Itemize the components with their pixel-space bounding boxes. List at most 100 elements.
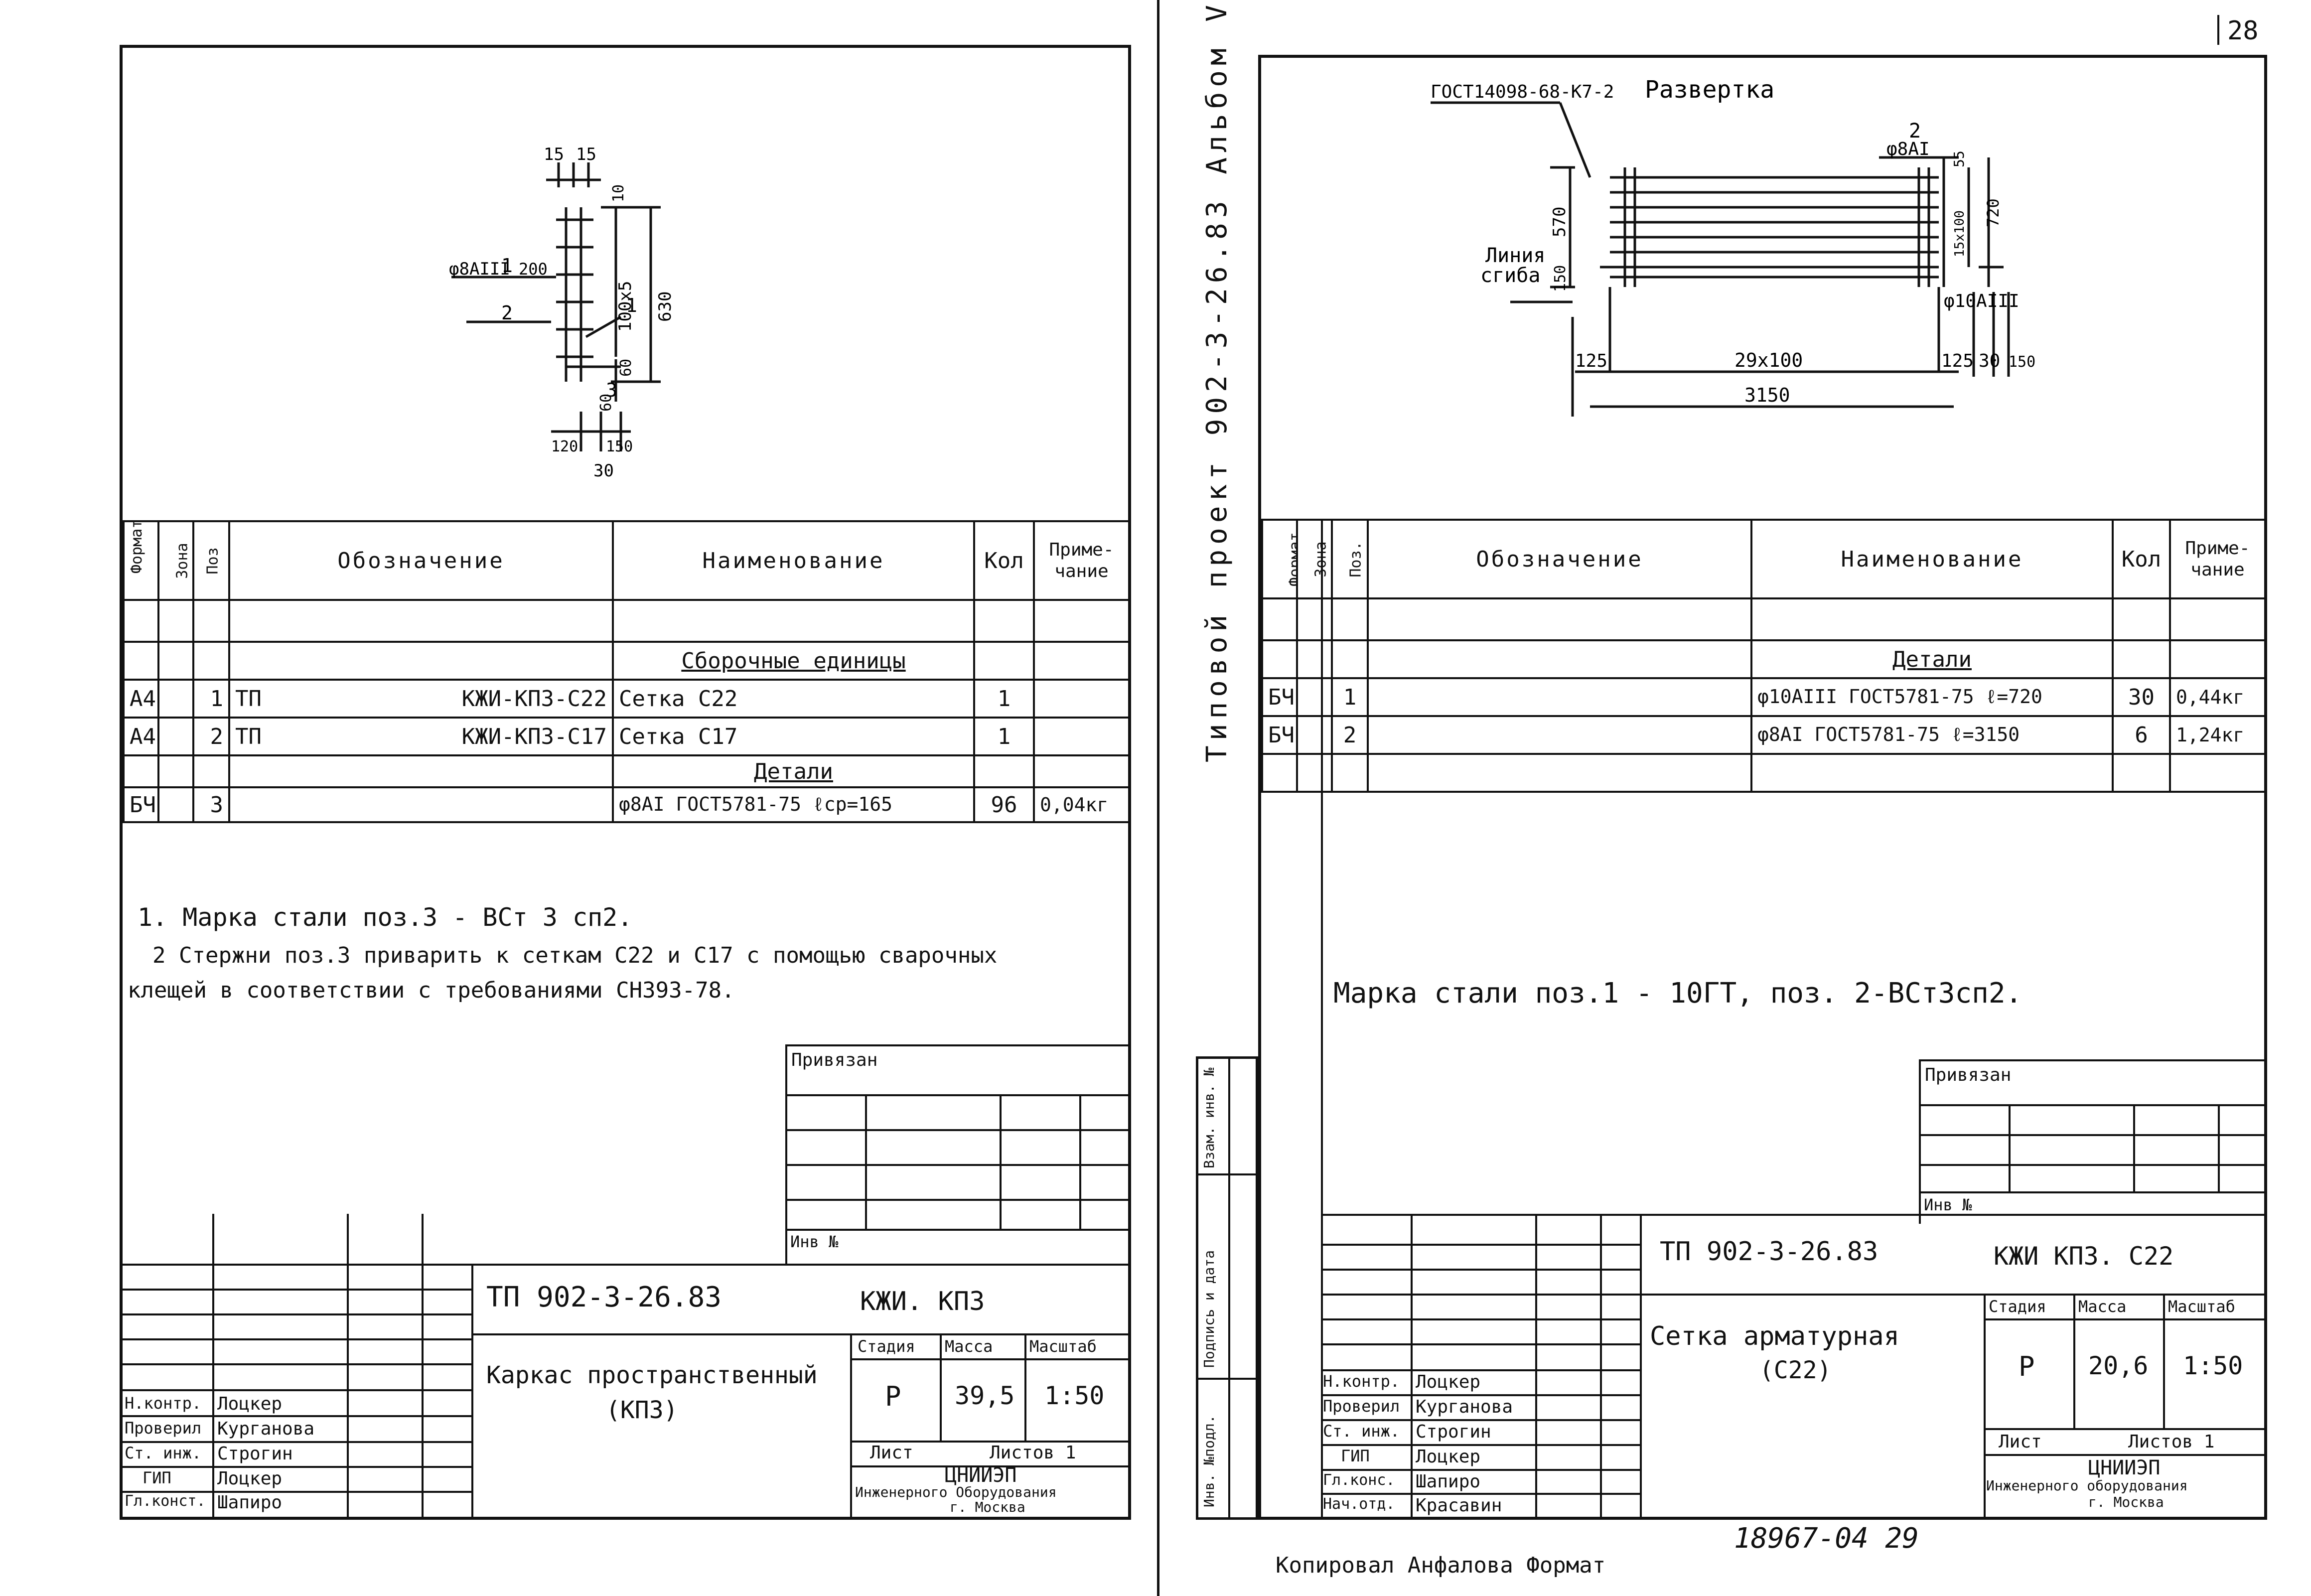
row1-designation-b: КЖИ-КП3-С22 — [461, 686, 607, 712]
row2-note — [1033, 717, 1130, 756]
r-doc-code: ТП 902-3-26.83 — [1660, 1237, 1878, 1267]
signer-role-1: Н.контр. — [125, 1394, 202, 1413]
pos-label-1a: 1 — [501, 255, 513, 277]
row3-name: φ8AI ГОСТ5781-75 ℓср=165 — [612, 786, 975, 823]
r-row1-pos: 1 — [1331, 677, 1369, 717]
project-side-text: Типовой проект 902-3-26.83 Альбом V — [1201, 0, 1233, 762]
dim-30: 30 — [593, 461, 614, 481]
right-title-block: ТП 902-3-26.83 КЖИ КП3. С22 Сетка армату… — [1321, 1214, 2264, 1517]
fold-line — [1157, 0, 1159, 1596]
r-col-designation: Обозначение — [1367, 519, 1752, 599]
r-signer-role-6: Нач.отд. — [1323, 1495, 1395, 1513]
org-line-3: г. Москва — [950, 1499, 1025, 1515]
r-signer-name-3: Строгин — [1416, 1422, 1491, 1442]
r-row2-qty: 6 — [2112, 715, 2171, 755]
row2-designation-a: ТП — [235, 724, 262, 749]
left-sheet: 15 15 10 100x5 630 60 60 200 120 150 30 … — [120, 45, 1131, 1520]
signer-name-1: Лоцкер — [217, 1394, 283, 1414]
bottom-number: 18967-04 29 — [1734, 1522, 1919, 1555]
dim-15a: 15 — [544, 145, 564, 164]
side-stamp-inv: Инв. №подл. — [1201, 1415, 1217, 1507]
row1-name: Сетка С22 — [612, 679, 975, 719]
r-col-format: Формат — [1286, 532, 1297, 586]
col-qty: Кол — [973, 520, 1035, 601]
r-row2-format: БЧ — [1261, 715, 1298, 755]
pos-label-2: 2 — [501, 302, 513, 324]
dim-29x100: 29x100 — [1734, 349, 1803, 371]
left-bound-stamp: Привязан Инв № — [785, 1044, 1128, 1264]
stage-value: Р — [885, 1381, 901, 1412]
dim-150a: 150 — [1552, 265, 1569, 292]
cage-section-drawing: 15 15 10 100x5 630 60 60 200 120 150 30 … — [449, 145, 675, 481]
row1-qty: 1 — [973, 679, 1035, 719]
row1-format: А4 — [123, 679, 159, 719]
rebar-1-label: φ10AIII — [1944, 291, 2020, 311]
signer-role-3: Ст. инж. — [125, 1444, 202, 1462]
r-row1-qty: 30 — [2112, 677, 2171, 717]
col-pos: Поз — [204, 547, 222, 575]
r-bound-label: Привязан — [1925, 1065, 2012, 1085]
stage-label: Стадия — [858, 1337, 915, 1356]
r-signer-role-2: Проверил — [1323, 1397, 1400, 1416]
r-scale-label: Масштаб — [2168, 1297, 2235, 1316]
r-inv-label: Инв № — [1924, 1195, 1972, 1214]
row2-format: А4 — [123, 717, 159, 756]
col-name: Наименование — [612, 520, 975, 601]
dim-15x100: 15x100 — [1952, 210, 1967, 257]
dim-120: 120 — [551, 438, 578, 455]
r-col-note: Приме-чание — [2169, 519, 2266, 599]
signer-name-5: Шапиро — [217, 1492, 283, 1513]
left-spec-table: Формат Зона Поз Обозначение Наименование… — [123, 520, 1130, 823]
row2-designation-b: КЖИ-КП3-С17 — [461, 724, 607, 749]
col-zone: Зона — [173, 542, 191, 579]
r-signer-name-1: Лоцкер — [1416, 1372, 1481, 1392]
scale-label: Масштаб — [1029, 1337, 1097, 1356]
r-row2-zone — [1296, 715, 1333, 755]
row3-qty: 96 — [973, 786, 1035, 823]
right-bound-stamp: Привязан Инв № — [1919, 1059, 2264, 1224]
note-1: 1. Марка стали поз.3 - ВСт 3 сп2. — [138, 903, 633, 932]
dim-150b: 150 — [2009, 353, 2035, 371]
r-stage-value: Р — [2019, 1351, 2035, 1382]
r-signer-role-3: Ст. инж. — [1323, 1422, 1400, 1441]
dim-30: 30 — [1979, 351, 2000, 371]
r-doc-mark: КЖИ КП3. С22 — [1994, 1242, 2174, 1271]
bend-line-label-2: сгиба — [1480, 264, 1540, 287]
r-section-details: Детали — [1750, 639, 2114, 679]
r-row1-name: φ10AIII ГОСТ5781-75 ℓ=720 — [1750, 677, 2114, 717]
left-title-block: ТП 902-3-26.83 КЖИ. КП3 Каркас пространс… — [123, 1214, 1128, 1517]
r-sheet-label: Лист — [1999, 1432, 2042, 1452]
sheet-label: Лист — [870, 1443, 913, 1463]
r-row2-note: 1,24кг — [2169, 715, 2266, 755]
dim-125b: 125 — [1941, 351, 1974, 371]
mass-value: 39,5 — [955, 1381, 1015, 1410]
row1-note — [1033, 679, 1130, 719]
signer-role-2: Проверил — [125, 1419, 202, 1438]
dim-10: 10 — [610, 184, 627, 202]
section-details: Детали — [612, 754, 975, 788]
r-signer-name-2: Курганова — [1416, 1397, 1513, 1417]
row2-zone — [157, 717, 194, 756]
r-sheets-label: Листов 1 — [2128, 1432, 2215, 1452]
dim-150: 150 — [606, 438, 633, 455]
r-row1-format: БЧ — [1261, 677, 1298, 717]
r-col-pos: Поз. — [1347, 541, 1365, 578]
doc-code: ТП 902-3-26.83 — [486, 1281, 722, 1313]
signer-role-5: Гл.конст. — [125, 1492, 206, 1510]
note-2: 2 Стержни поз.3 приварить к сеткам С22 и… — [152, 943, 998, 968]
r-col-qty: Кол — [2112, 519, 2171, 599]
r-scale-value: 1:50 — [2183, 1351, 2243, 1380]
right-note: Марка стали поз.1 - 10ГТ, поз. 2-ВСт3сп2… — [1333, 977, 2022, 1010]
r-title-line-1: Сетка арматурная — [1650, 1321, 1899, 1351]
dim-60b: 60 — [597, 394, 615, 412]
dim-200: 200 — [519, 260, 548, 279]
section-assembly: Сборочные единицы — [612, 641, 975, 681]
dim-720: 720 — [1984, 198, 2003, 227]
gost-label: ГОСТ14098-68-К7-2 — [1431, 82, 1614, 102]
r-signer-role-4: ГИП — [1341, 1447, 1370, 1465]
pos-label-1b: 1 — [626, 294, 637, 316]
bound-label: Привязан — [791, 1050, 878, 1070]
r-signer-name-4: Лоцкер — [1416, 1447, 1481, 1467]
row3-format: БЧ — [123, 786, 159, 823]
bottom-names: Копировал Анфалова Формат — [1276, 1553, 1606, 1578]
